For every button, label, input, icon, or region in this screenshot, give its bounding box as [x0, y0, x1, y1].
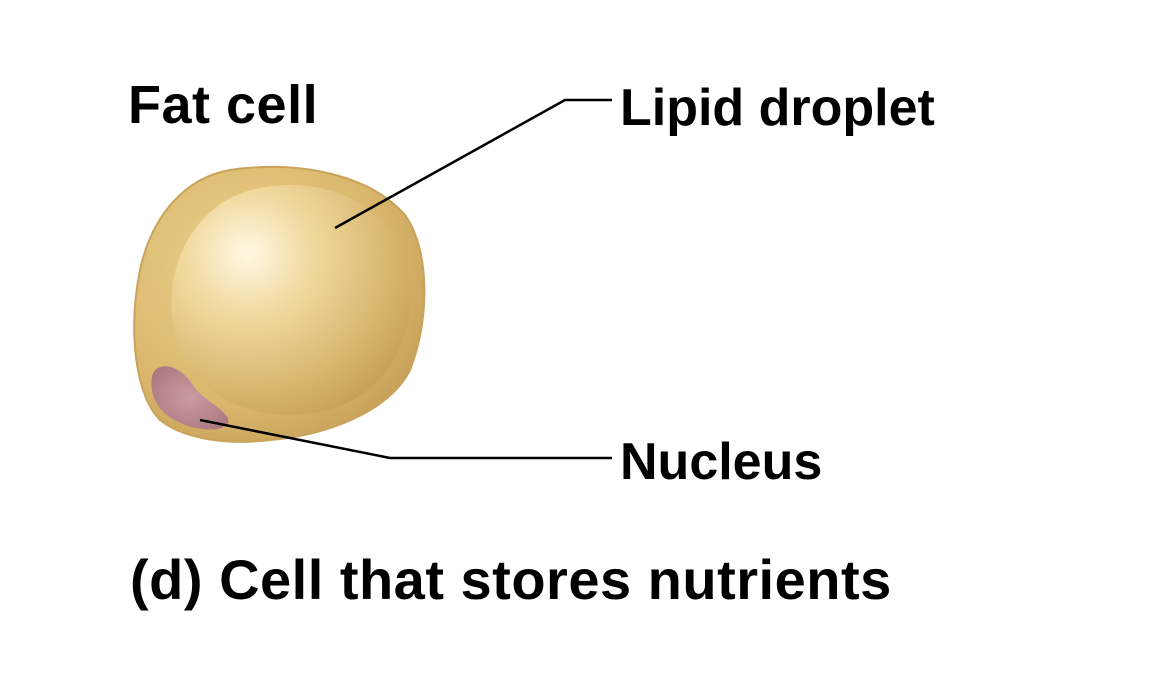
nucleus-leader-line	[199, 418, 612, 460]
label-nucleus: Nucleus	[620, 433, 823, 491]
diagram-title: Fat cell	[128, 75, 319, 135]
nucleus	[151, 366, 229, 430]
label-lipid-droplet: Lipid droplet	[620, 79, 935, 137]
lipid-droplet	[171, 185, 411, 416]
figure-caption: (d) Cell that stores nutrients	[130, 548, 892, 611]
lipid-droplet-leader-line	[334, 98, 612, 230]
